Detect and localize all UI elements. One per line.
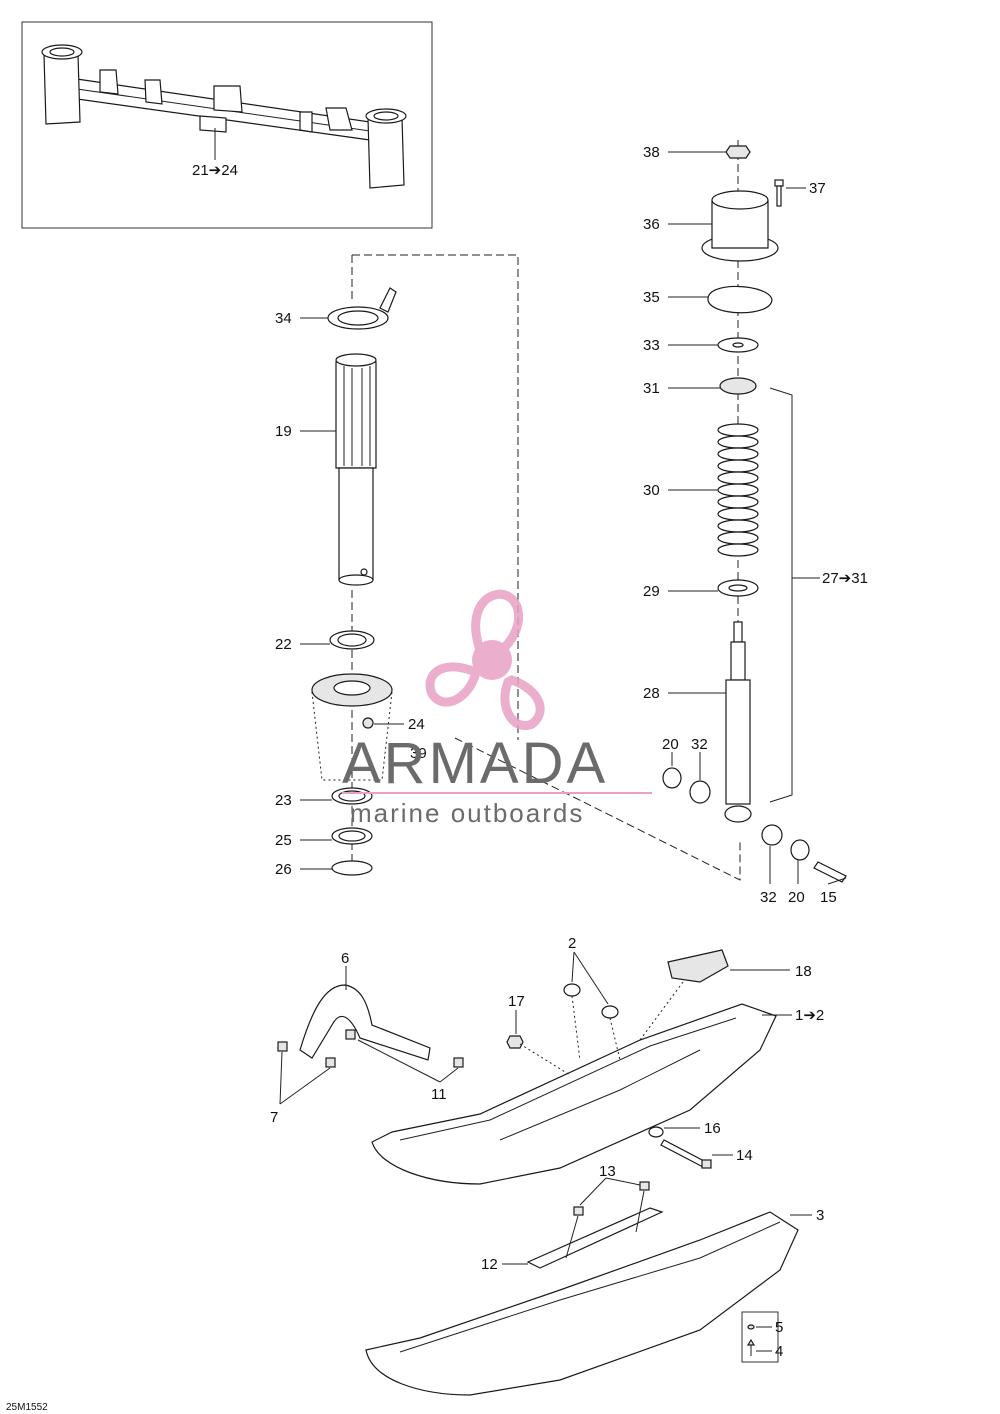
left-column-parts	[311, 287, 397, 876]
callout-6: 6	[341, 950, 349, 967]
callout-11: 11	[431, 1086, 447, 1103]
callout-23: 23	[275, 792, 292, 809]
figure-reference: 25M1552	[6, 1402, 48, 1413]
callout-19: 19	[275, 423, 292, 440]
right-column-parts	[662, 145, 847, 883]
callout-26: 26	[275, 861, 292, 878]
callout-5: 5	[775, 1319, 783, 1336]
callout-15: 15	[820, 889, 837, 906]
callout-38: 38	[643, 144, 660, 161]
callout-20-lower: 20	[788, 889, 805, 906]
callout-18: 18	[795, 963, 812, 980]
inset-frame-box: 21➔24	[21, 21, 433, 229]
leader-lines	[279, 151, 847, 1352]
callout-39: 39	[410, 745, 427, 762]
callout-12: 12	[481, 1256, 498, 1273]
callout-33: 33	[643, 337, 660, 354]
watermark-brand: ARMADA	[342, 731, 608, 796]
watermark-tagline: marine outboards	[350, 798, 584, 828]
callout-31: 31	[643, 380, 660, 397]
callout-37: 37	[809, 180, 826, 197]
callout-25: 25	[275, 832, 292, 849]
callout-36: 36	[643, 216, 660, 233]
callout-17: 17	[508, 993, 525, 1010]
callout-20-upper: 20	[662, 736, 679, 753]
callout-7: 7	[270, 1109, 278, 1126]
callout-22: 22	[275, 636, 292, 653]
callout-30: 30	[643, 482, 660, 499]
armada-watermark: ARMADA marine outboards	[342, 589, 652, 828]
callout-13: 13	[599, 1163, 616, 1180]
callout-3: 3	[816, 1207, 824, 1224]
callout-16: 16	[704, 1120, 721, 1137]
callout-24: 24	[408, 716, 425, 733]
callout-2: 2	[568, 935, 576, 952]
ski-assembly	[277, 949, 799, 1396]
callout-32-lower: 32	[760, 889, 777, 906]
inset-callout-label: 21➔24	[192, 162, 238, 179]
callout-28: 28	[643, 685, 660, 702]
propeller-logo	[425, 589, 545, 730]
callout-4: 4	[775, 1343, 783, 1360]
callout-27-31: 27➔31	[822, 570, 868, 587]
callout-32-upper: 32	[691, 736, 708, 753]
callout-29: 29	[643, 583, 660, 600]
callout-34: 34	[275, 310, 292, 327]
callout-1-2: 1➔2	[795, 1007, 824, 1024]
callout-labels: 38 37 36 35 33 31 30 29 28 27➔31 34 19 2…	[6, 144, 868, 1413]
callout-14: 14	[736, 1147, 753, 1164]
spring-coils	[717, 423, 759, 557]
callout-35: 35	[643, 289, 660, 306]
